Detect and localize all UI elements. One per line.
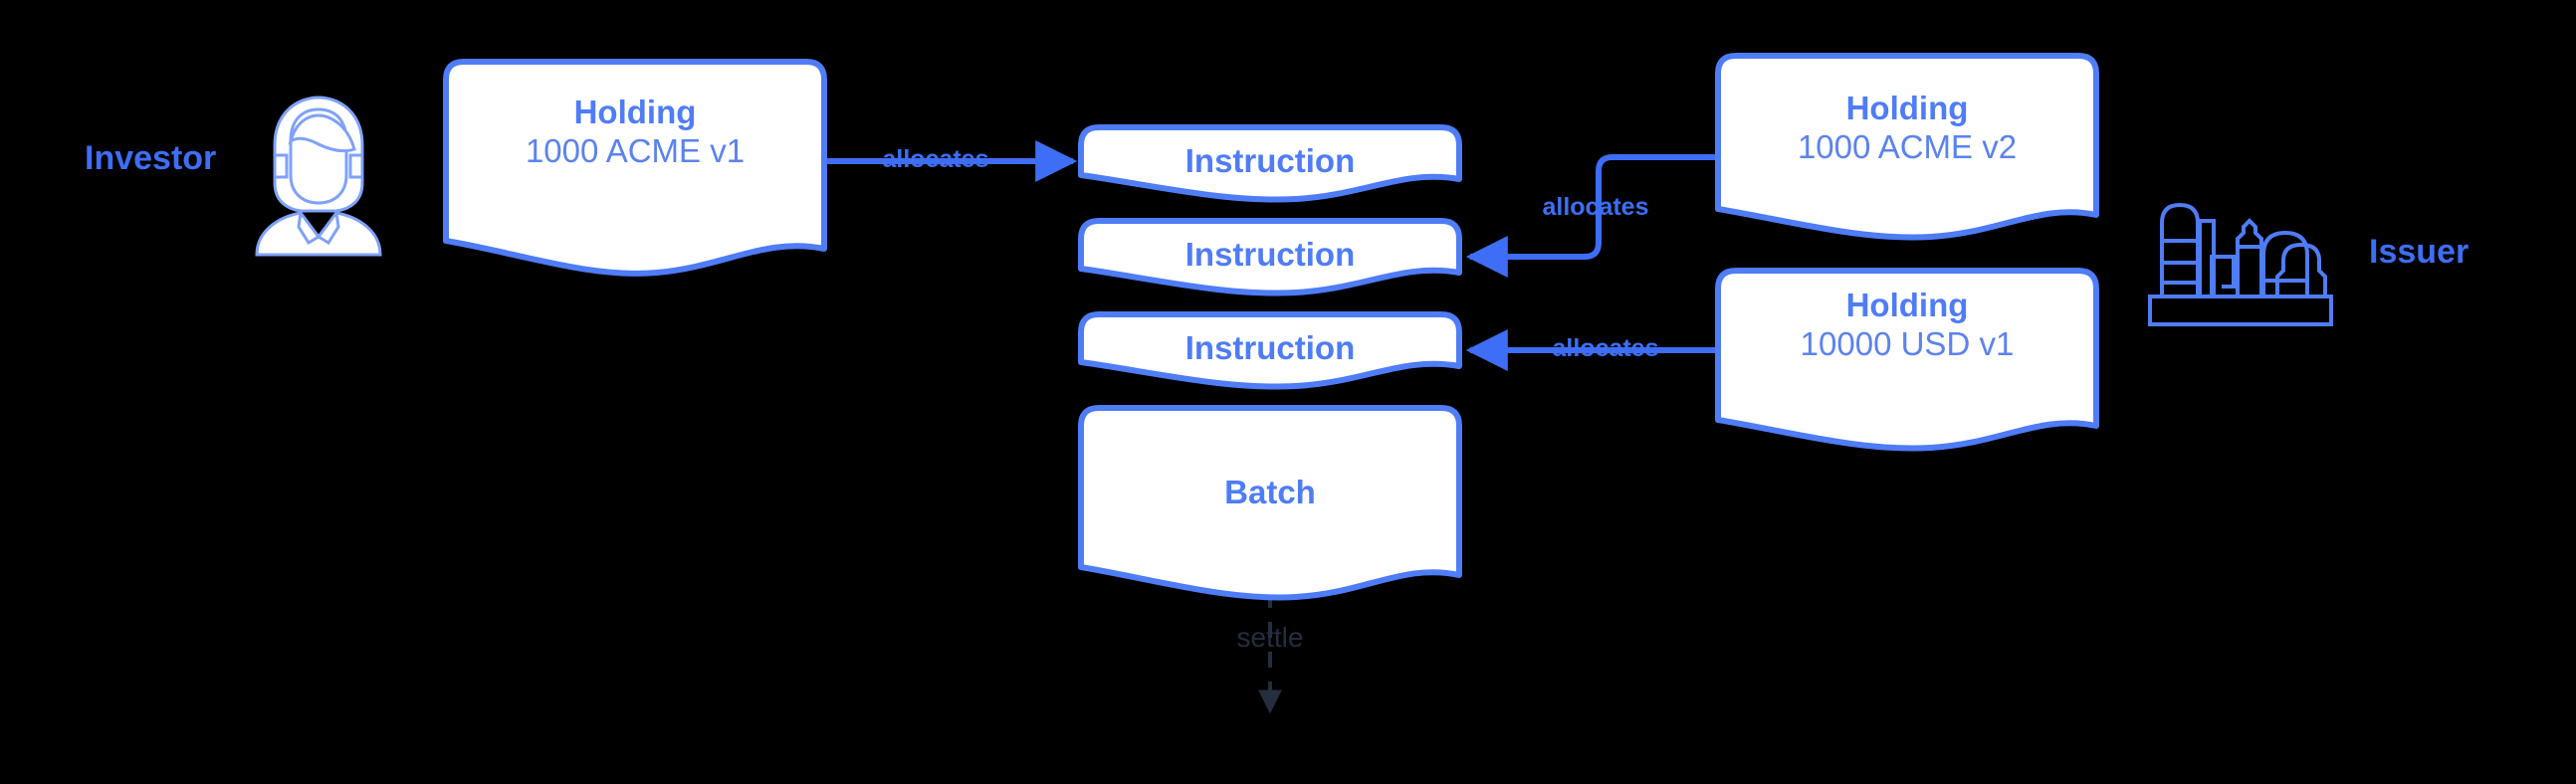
edge-allocates-2-path bbox=[1465, 154, 1718, 278]
edge-label-allocates-1: allocates bbox=[882, 145, 989, 173]
edge-label-allocates-2: allocates bbox=[1542, 193, 1649, 221]
actor-icons-layer bbox=[255, 96, 2333, 326]
nodes-layer bbox=[443, 53, 2099, 601]
actor-label-issuer: Issuer bbox=[2369, 233, 2469, 271]
businesswoman-icon bbox=[255, 96, 382, 257]
node-batch-shape[interactable] bbox=[1078, 405, 1462, 601]
node-instruction-1-shape[interactable] bbox=[1078, 124, 1462, 203]
edge-label-settle: settle bbox=[1236, 622, 1304, 653]
edge-label-allocates-3: allocates bbox=[1552, 334, 1659, 362]
node-instruction-2-shape[interactable] bbox=[1078, 218, 1462, 296]
node-instruction-3-shape[interactable] bbox=[1078, 311, 1462, 390]
node-holding-acme-v1-shape[interactable] bbox=[443, 59, 827, 277]
actor-label-investor: Investor bbox=[85, 139, 217, 177]
node-holding-acme-v2-shape[interactable] bbox=[1715, 53, 2099, 241]
edges-layer bbox=[826, 140, 1718, 714]
factory-plant-icon bbox=[2148, 202, 2333, 326]
node-holding-usd-v1-shape[interactable] bbox=[1715, 268, 2099, 452]
